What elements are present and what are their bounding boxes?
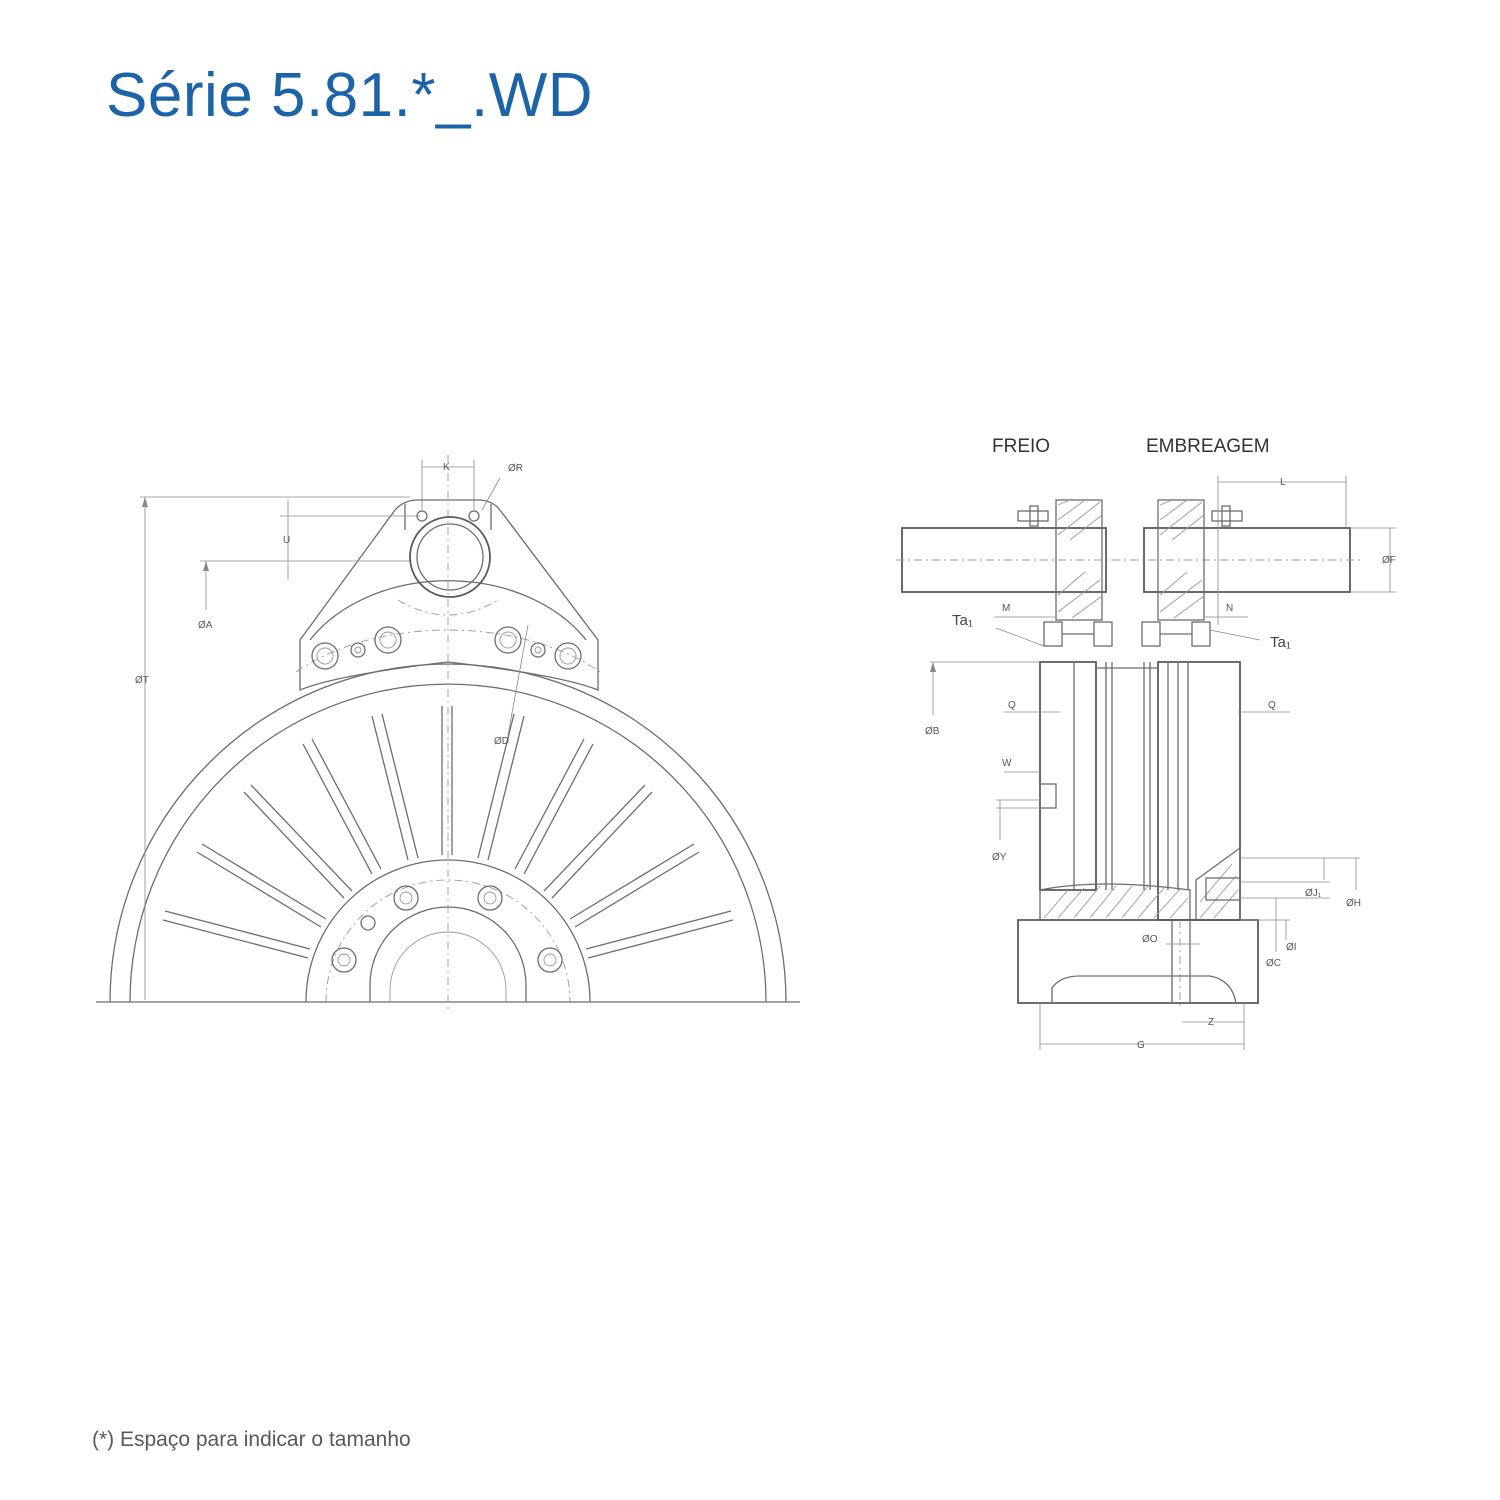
label-z: Z bbox=[1208, 1017, 1214, 1028]
label-q-left: Q bbox=[1008, 700, 1016, 711]
label-b: ØB bbox=[925, 726, 940, 737]
label-k: K bbox=[443, 462, 450, 473]
label-g: G bbox=[1137, 1040, 1145, 1051]
label-i: ØI bbox=[1286, 942, 1297, 953]
label-q-right: Q bbox=[1268, 700, 1276, 711]
label-y: ØY bbox=[992, 852, 1007, 863]
spokes bbox=[162, 706, 734, 959]
side-view: FREIO EMBREAGEM bbox=[896, 436, 1396, 1051]
label-h: ØH bbox=[1346, 898, 1361, 909]
label-n: N bbox=[1226, 603, 1233, 614]
hub-bolts bbox=[331, 885, 563, 973]
heading-freio: FREIO bbox=[992, 436, 1050, 457]
label-m: M bbox=[1002, 603, 1010, 614]
label-l: L bbox=[1280, 477, 1286, 488]
label-t: ØT bbox=[135, 675, 149, 686]
footnote: (*) Espaço para indicar o tamanho bbox=[92, 1428, 411, 1451]
label-a: ØA bbox=[198, 620, 213, 631]
bracket-bolts bbox=[311, 626, 582, 670]
front-view: K ØR U ØA ØT ØD bbox=[96, 455, 800, 1010]
label-w: W bbox=[1002, 758, 1012, 769]
label-j: ØJ₁ bbox=[1305, 888, 1322, 899]
page-title: Série 5.81.*_.WD bbox=[106, 61, 593, 130]
label-ta1-left: Ta₁ bbox=[952, 612, 973, 629]
label-d: ØD bbox=[494, 736, 509, 747]
heading-embreagem: EMBREAGEM bbox=[1146, 436, 1270, 457]
label-c: ØC bbox=[1266, 958, 1281, 969]
label-o: ØO bbox=[1142, 934, 1158, 945]
label-f: ØF bbox=[1382, 555, 1396, 566]
label-ta1-right: Ta₁ bbox=[1270, 634, 1291, 651]
label-r: ØR bbox=[508, 463, 523, 474]
label-u: U bbox=[283, 535, 290, 546]
